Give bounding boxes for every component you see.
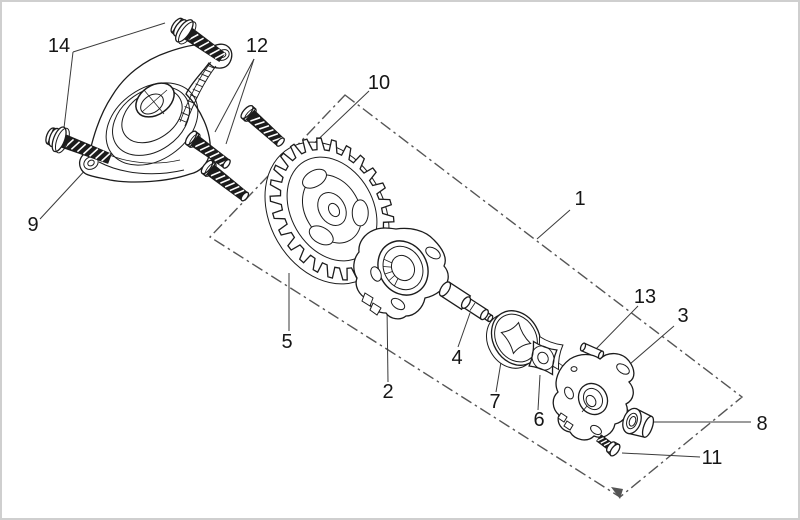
callout-label-snap-ring: 10 — [368, 72, 390, 94]
callout-label-flange-bolts: 14 — [48, 35, 70, 57]
callout-label-pan-screw: 11 — [702, 447, 723, 469]
part-pump-shaft — [438, 281, 494, 323]
callout-label-dowel-pin: 13 — [634, 286, 656, 308]
part-pump-body — [353, 227, 449, 320]
assembly-outline-box — [208, 94, 744, 499]
callout-label-plug: 8 — [756, 413, 767, 435]
callout-label-pump-shaft: 4 — [451, 347, 462, 369]
part-pan-screw — [595, 434, 621, 457]
callout-label-stud-screws: 12 — [246, 35, 268, 57]
callout-label-driven-gear: 5 — [281, 331, 292, 353]
part-pump-plate — [552, 352, 635, 441]
callout-label-inner-rotor: 6 — [533, 409, 544, 431]
callout-label-assembly-outline: 1 — [574, 188, 585, 210]
part-inner-rotor — [528, 335, 564, 376]
part-plug — [622, 407, 655, 438]
part-outer-rotor — [486, 310, 542, 369]
callout-label-pump-body: 2 — [382, 381, 393, 403]
callout-label-outer-rotor: 7 — [489, 391, 500, 413]
callout-label-pump-cover: 9 — [27, 214, 38, 236]
part-stud-screws — [184, 104, 285, 202]
part-flange-bolts — [45, 17, 226, 164]
callout-label-pump-plate: 3 — [677, 305, 688, 327]
